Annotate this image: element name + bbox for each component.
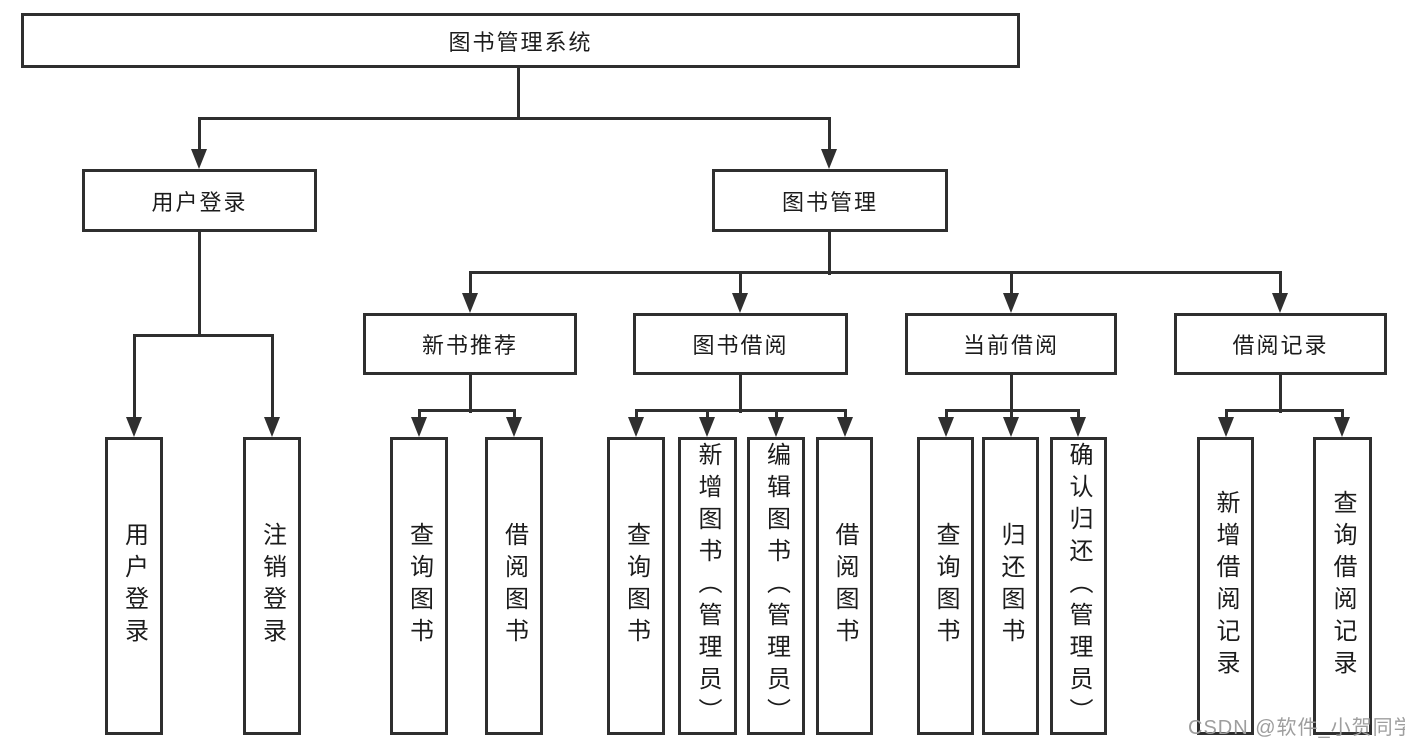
- connector-line: [516, 66, 520, 120]
- node-bb-query-book: 查询图书: [607, 437, 665, 735]
- arrowhead-down-icon: [1070, 417, 1086, 437]
- arrowhead-down-icon: [411, 417, 427, 437]
- node-cb-query-book: 查询图书: [917, 437, 974, 735]
- connector-line: [944, 408, 948, 422]
- connector-line: [468, 270, 1282, 274]
- connector-line: [1009, 271, 1013, 297]
- node-bb-borrow-book: 借阅图书: [816, 437, 873, 735]
- connector-line: [132, 333, 136, 420]
- node-cb-confirm-return: 确认归还（管理员）: [1050, 437, 1107, 735]
- arrowhead-down-icon: [1003, 293, 1019, 313]
- node-br-query-record: 查询借阅记录: [1313, 437, 1372, 735]
- node-current-borrow: 当前借阅: [905, 313, 1117, 375]
- connector-line: [1009, 408, 1013, 422]
- connector-line: [468, 373, 472, 413]
- connector-line: [1224, 408, 1228, 422]
- node-new-book-rec: 新书推荐: [363, 313, 577, 375]
- connector-line: [132, 333, 274, 337]
- connector-line: [827, 116, 831, 152]
- arrowhead-down-icon: [1218, 417, 1234, 437]
- connector-line: [197, 230, 201, 337]
- arrowhead-down-icon: [1334, 417, 1350, 437]
- node-book-borrow: 图书借阅: [633, 313, 848, 375]
- arrowhead-down-icon: [837, 417, 853, 437]
- node-borrow-records: 借阅记录: [1174, 313, 1387, 375]
- arrowhead-down-icon: [1272, 293, 1288, 313]
- connector-line: [1278, 373, 1282, 413]
- arrowhead-down-icon: [264, 417, 280, 437]
- connector-line: [1224, 408, 1344, 412]
- connector-line: [705, 408, 709, 422]
- connector-line: [1076, 408, 1080, 422]
- connector-line: [417, 408, 516, 412]
- node-rec-query-book: 查询图书: [390, 437, 448, 735]
- arrowhead-down-icon: [938, 417, 954, 437]
- arrowhead-down-icon: [699, 417, 715, 437]
- node-leaf-user-login: 用户登录: [105, 437, 163, 735]
- connector-line: [197, 116, 201, 152]
- node-root: 图书管理系统: [21, 13, 1020, 68]
- arrowhead-down-icon: [628, 417, 644, 437]
- arrowhead-down-icon: [732, 293, 748, 313]
- arrowhead-down-icon: [462, 293, 478, 313]
- connector-line: [738, 271, 742, 297]
- node-book-mgmt: 图书管理: [712, 169, 948, 232]
- arrowhead-down-icon: [506, 417, 522, 437]
- connector-line: [417, 408, 421, 422]
- arrowhead-down-icon: [1003, 417, 1019, 437]
- connector-line: [738, 373, 742, 413]
- connector-line: [1340, 408, 1344, 422]
- connector-line: [512, 408, 516, 422]
- connector-line: [468, 271, 472, 297]
- connector-line: [774, 408, 778, 422]
- arrowhead-down-icon: [126, 417, 142, 437]
- node-leaf-logout: 注销登录: [243, 437, 301, 735]
- csdn-watermark: CSDN @软件_小贺同学: [1188, 717, 1405, 739]
- node-br-add-record: 新增借阅记录: [1197, 437, 1254, 735]
- arrowhead-down-icon: [821, 149, 837, 169]
- connector-line: [827, 230, 831, 275]
- node-bb-add-book: 新增图书（管理员）: [678, 437, 737, 735]
- node-user-login: 用户登录: [82, 169, 317, 232]
- connector-line: [634, 408, 638, 422]
- arrowhead-down-icon: [191, 149, 207, 169]
- connector-line: [270, 333, 274, 420]
- connector-line: [843, 408, 847, 422]
- node-rec-borrow-book: 借阅图书: [485, 437, 543, 735]
- arrowhead-down-icon: [768, 417, 784, 437]
- connector-line: [1009, 373, 1013, 413]
- node-bb-edit-book: 编辑图书（管理员）: [747, 437, 805, 735]
- connector-line: [197, 116, 831, 120]
- connector-line: [1278, 271, 1282, 297]
- node-cb-return-book: 归还图书: [982, 437, 1039, 735]
